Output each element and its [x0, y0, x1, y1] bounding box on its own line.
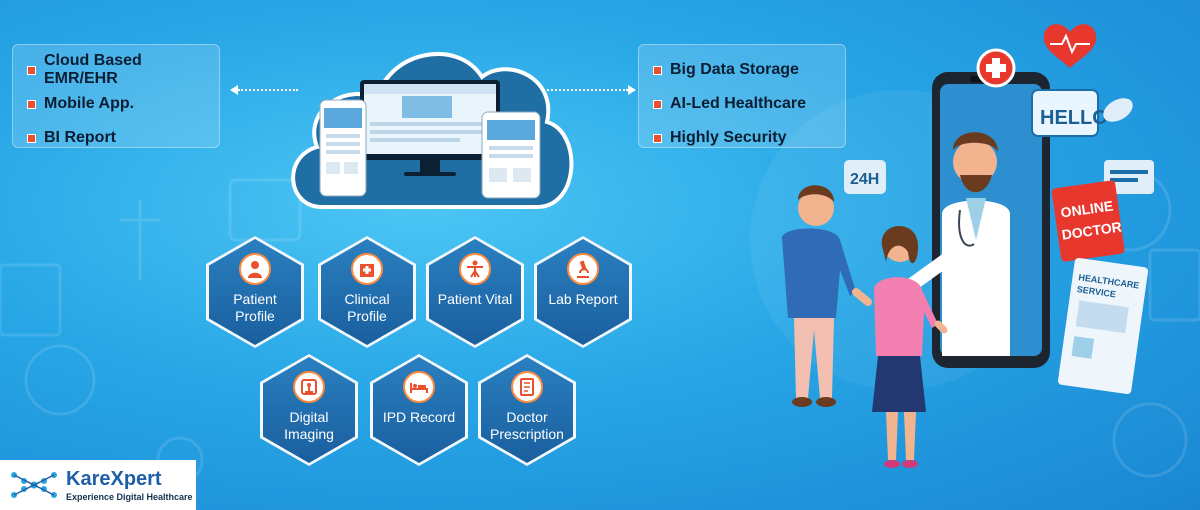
doctor-head — [953, 140, 997, 184]
online-doctor-illustration: HELLO 24H ONLINE DOCTOR HEALTHCARE SERVI… — [782, 24, 1154, 468]
features-left-panel: Cloud Based EMR/EHR Mobile App. BI Repor… — [12, 44, 220, 148]
feature-label: Mobile App. — [44, 95, 135, 112]
feature-item: Highly Security — [653, 121, 831, 155]
bullet-icon — [27, 133, 36, 143]
feature-label: Big Data Storage — [670, 61, 799, 78]
feature-label: BI Report — [44, 129, 116, 146]
arrow-right-icon — [628, 85, 636, 95]
badge-24h-text: 24H — [850, 171, 879, 188]
feature-label: Highly Security — [670, 129, 787, 146]
features-right-panel: Big Data Storage AI-Led Healthcare Highl… — [638, 44, 846, 148]
module-patient-vital: Patient Vital — [426, 236, 524, 348]
hello-bubble-text: HELLO — [1040, 107, 1108, 129]
xray-icon — [293, 371, 325, 403]
module-doctor-prescription: Doctor Prescription — [478, 354, 576, 466]
bullet-icon — [653, 99, 662, 109]
module-label: IPD Record — [382, 409, 456, 425]
feature-label: AI-Led Healthcare — [670, 95, 807, 112]
bullet-icon — [27, 99, 36, 109]
prescription-icon — [511, 371, 543, 403]
module-label: Doctor Prescription — [490, 409, 564, 442]
feature-item: AI-Led Healthcare — [653, 87, 831, 121]
online-text: ONLINE — [1060, 197, 1115, 220]
vital-icon — [459, 253, 491, 285]
feature-item: Big Data Storage — [653, 53, 831, 87]
module-label: Patient Vital — [437, 291, 513, 307]
module-label: Clinical Profile — [344, 291, 390, 324]
brand-logo: KareXpert Experience Digital Healthcare — [0, 460, 196, 510]
module-digital-imaging: Digital Imaging — [260, 354, 358, 466]
module-clinical-profile: Clinical Profile — [318, 236, 416, 348]
bullet-icon — [27, 65, 36, 75]
module-label: Patient Profile — [233, 291, 277, 324]
patient-icon — [239, 253, 271, 285]
module-patient-profile: Patient Profile — [206, 236, 304, 348]
connector-line-right — [540, 89, 628, 91]
feature-item: BI Report — [27, 121, 205, 155]
hospital-icon — [351, 253, 383, 285]
karexpert-logo-icon — [11, 472, 57, 498]
bullet-icon — [653, 65, 662, 75]
bullet-icon — [653, 133, 662, 143]
feature-item: Mobile App. — [27, 87, 205, 121]
arrow-left-icon — [230, 85, 238, 95]
bed-icon — [403, 371, 435, 403]
microscope-icon — [567, 253, 599, 285]
connector-line-left — [238, 89, 298, 91]
module-lab-report: Lab Report — [534, 236, 632, 348]
brand-name: KareXpert — [66, 467, 162, 490]
feature-label: Cloud Based EMR/EHR — [44, 52, 142, 87]
cloud-devices-illustration — [291, 52, 574, 209]
module-ipd-record: IPD Record — [370, 354, 468, 466]
module-label: Digital Imaging — [284, 409, 334, 442]
feature-item: Cloud Based EMR/EHR — [27, 52, 205, 87]
brand-tagline: Experience Digital Healthcare — [66, 491, 193, 502]
module-label: Lab Report — [548, 291, 618, 307]
